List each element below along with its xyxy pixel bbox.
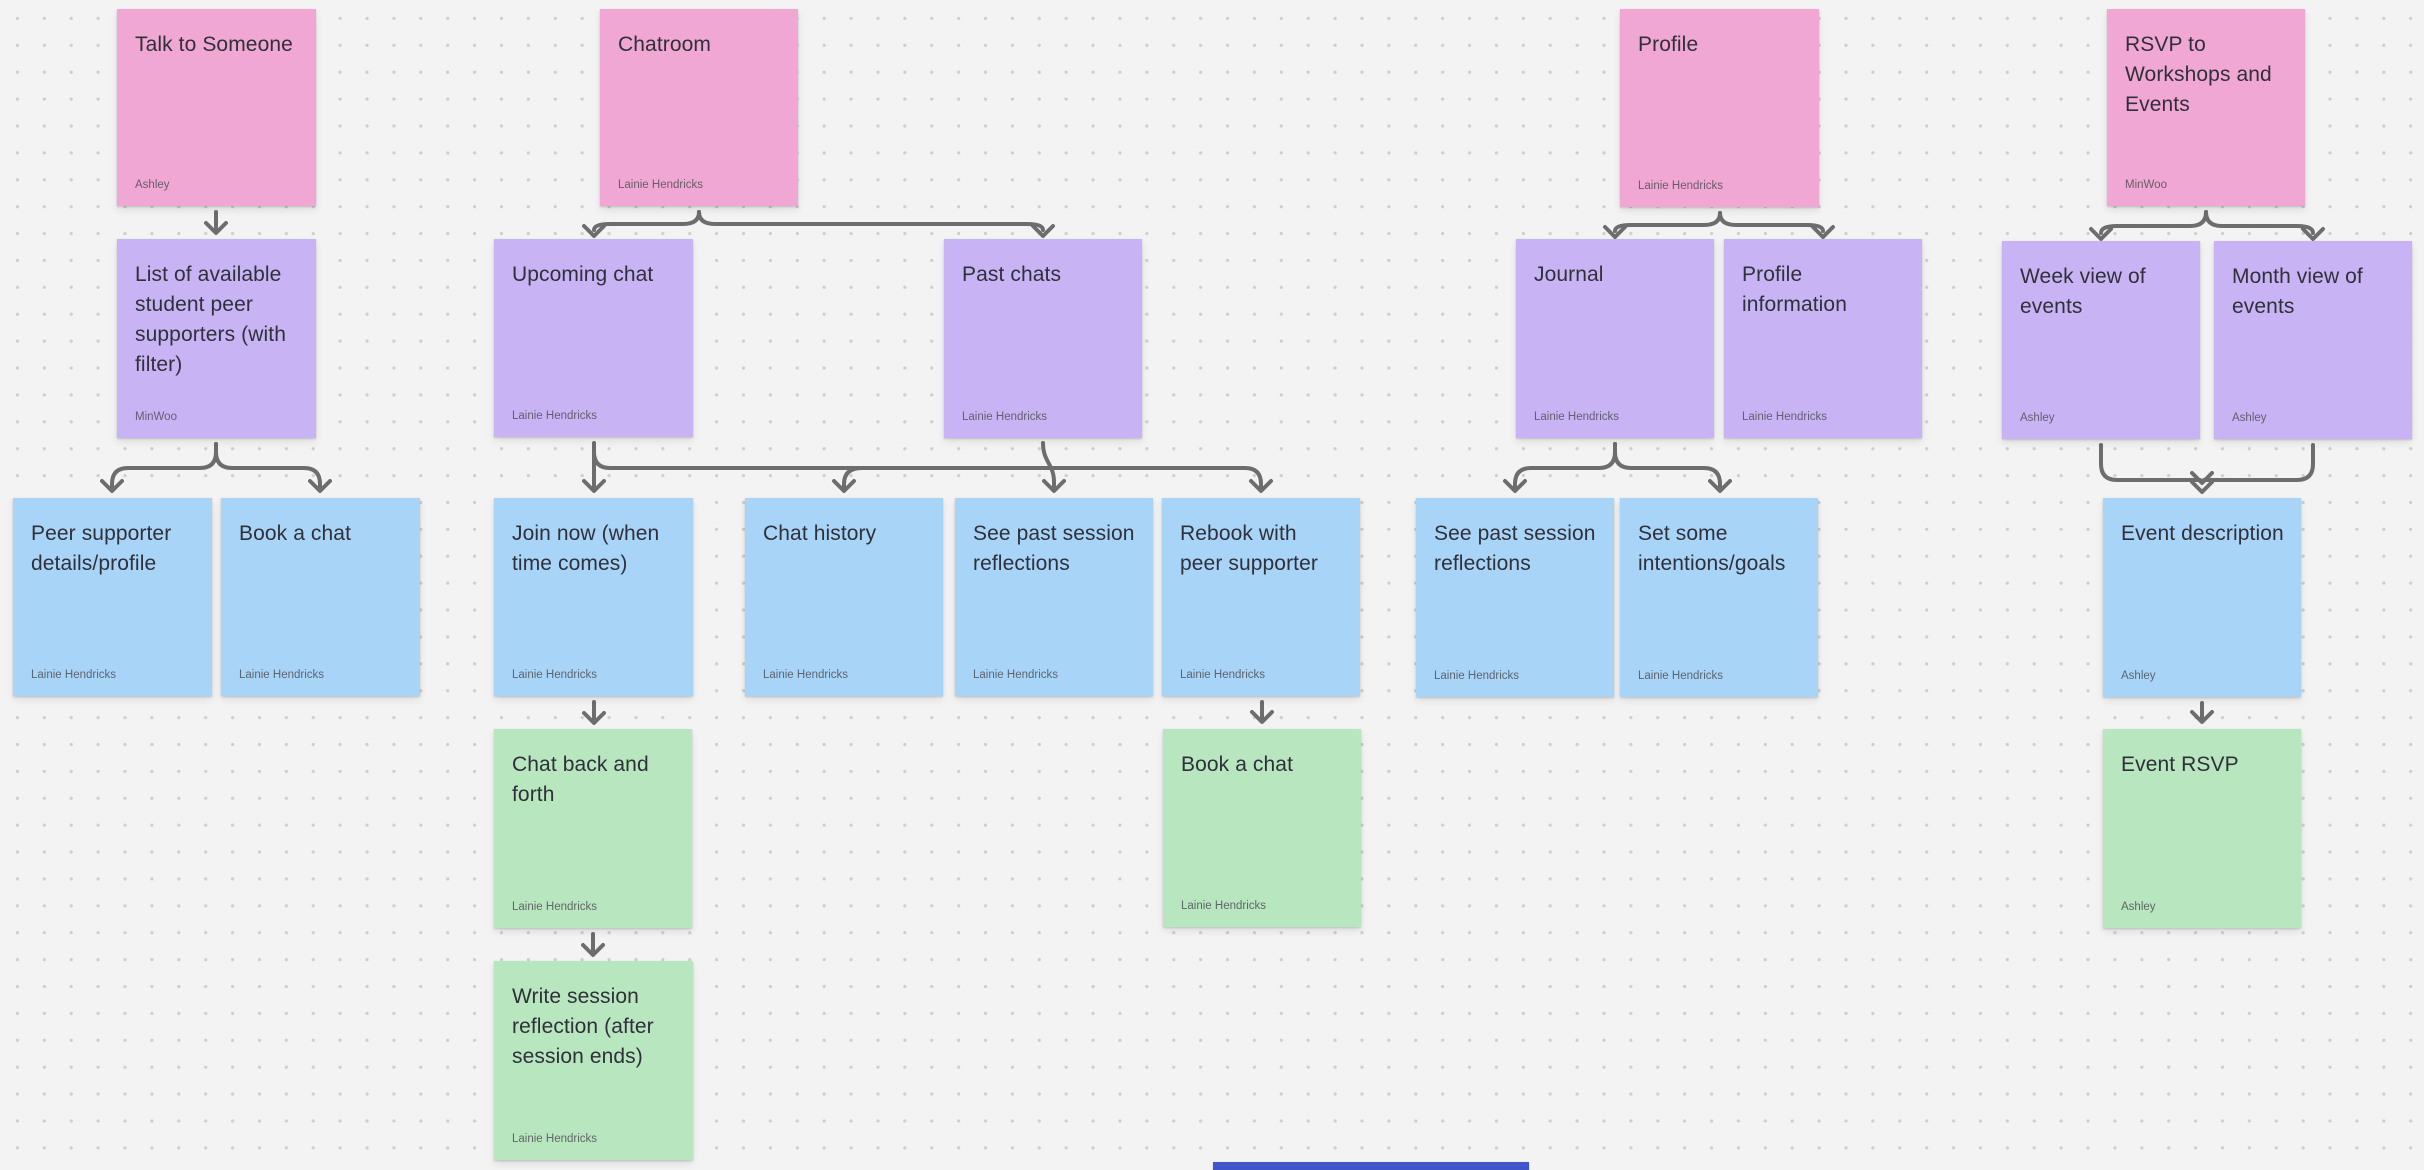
connector-chatroom-to-upcoming-chat+past-chats bbox=[582, 210, 1055, 238]
sticky-note-author: Lainie Hendricks bbox=[512, 1133, 598, 1145]
connector-profile-to-journal+profile-information bbox=[1603, 211, 1835, 239]
sticky-note-author: Lainie Hendricks bbox=[1742, 411, 1828, 423]
sticky-note-label: Event RSVP bbox=[2121, 753, 2239, 776]
connector-event-description-to-event-rsvp bbox=[2190, 701, 2214, 724]
sticky-note-label: RSVP to Workshops and Events bbox=[2125, 33, 2272, 116]
sticky-note-author: Lainie Hendricks bbox=[763, 669, 849, 681]
connector-rsvp-workshops-events-to-week-view-of-events+month-view-of-events bbox=[2089, 210, 2325, 241]
connector-rebook-with-peer-supporter-to-book-a-chat-green bbox=[1250, 700, 1274, 724]
sticky-note-label: See past session reflections bbox=[973, 522, 1135, 575]
sticky-note-author: Ashley bbox=[135, 179, 170, 191]
sticky-note-label: Book a chat bbox=[1181, 753, 1294, 776]
connector-list-of-supporters-to-peer-supporter-details+book-a-chat bbox=[100, 442, 332, 493]
sticky-note-label: List of available student peer supporter… bbox=[135, 263, 286, 376]
sticky-note-label: Talk to Someone bbox=[135, 33, 293, 56]
sticky-note-author: Lainie Hendricks bbox=[1638, 180, 1724, 192]
sticky-note-write-session-reflection[interactable]: Write session reflection (after session … bbox=[494, 961, 693, 1160]
connector-upcoming-chat+past-chats-to-join-now+chat-history+see-past-reflections-chat+rebook-with-peer-supporter bbox=[582, 441, 1273, 493]
sticky-note-author: Ashley bbox=[2232, 412, 2267, 424]
partial-sticky-note-edge[interactable] bbox=[1213, 1162, 1529, 1170]
sticky-note-author: Lainie Hendricks bbox=[973, 669, 1059, 681]
sticky-note-label: Chatroom bbox=[618, 33, 712, 56]
sticky-note-author: MinWoo bbox=[2125, 179, 2167, 191]
sticky-note-author: Lainie Hendricks bbox=[512, 669, 598, 681]
sticky-note-author: Lainie Hendricks bbox=[1434, 670, 1520, 682]
sticky-note-label: Chat back and forth bbox=[512, 753, 649, 806]
connector-chat-back-and-forth-to-write-session-reflection bbox=[581, 932, 605, 957]
sticky-note-label: Past chats bbox=[962, 263, 1062, 286]
sticky-note-label: Chat history bbox=[763, 522, 877, 545]
connector-join-now-to-chat-back-and-forth bbox=[582, 700, 606, 725]
sticky-note-list-of-supporters[interactable]: List of available student peer supporter… bbox=[117, 239, 316, 438]
sticky-note-label: Upcoming chat bbox=[512, 263, 654, 286]
sticky-note-author: Lainie Hendricks bbox=[31, 669, 117, 681]
sticky-note-author: Lainie Hendricks bbox=[512, 410, 598, 422]
sticky-note-label: Join now (when time comes) bbox=[512, 522, 660, 575]
sticky-note-label: Write session reflection (after session … bbox=[512, 985, 654, 1068]
sticky-note-author: Ashley bbox=[2020, 412, 2055, 424]
sticky-note-author: Lainie Hendricks bbox=[239, 669, 325, 681]
sticky-note-author: Ashley bbox=[2121, 670, 2156, 682]
sticky-note-author: Lainie Hendricks bbox=[1180, 669, 1266, 681]
sticky-note-label: Book a chat bbox=[239, 522, 352, 545]
sticky-note-author: Ashley bbox=[2121, 901, 2156, 913]
sticky-note-label: See past session reflections bbox=[1434, 522, 1596, 575]
sticky-note-author: Lainie Hendricks bbox=[1181, 900, 1267, 912]
sticky-note-label: Profile information bbox=[1742, 263, 1847, 316]
sticky-note-join-now[interactable]: Join now (when time comes) Lainie Hendric… bbox=[494, 498, 693, 696]
sticky-note-author: Lainie Hendricks bbox=[962, 411, 1048, 423]
sticky-note-author: Lainie Hendricks bbox=[618, 179, 704, 191]
connector-week-view-of-events+month-view-of-events-to-event-description bbox=[2099, 443, 2315, 494]
sticky-note-label: Rebook with peer supporter bbox=[1180, 522, 1318, 575]
sticky-note-label: Journal bbox=[1534, 263, 1604, 286]
sticky-note-author: Lainie Hendricks bbox=[512, 901, 598, 913]
sticky-note-author: MinWoo bbox=[135, 411, 177, 423]
connector-journal-to-see-past-reflections-journal+set-intentions-goals bbox=[1503, 442, 1732, 493]
connector-talk-to-someone-to-list-of-supporters bbox=[204, 210, 228, 235]
sticky-note-event-rsvp[interactable]: Event RSVP Ashley bbox=[2103, 729, 2301, 928]
sticky-note-author: Lainie Hendricks bbox=[1534, 411, 1620, 423]
sticky-note-label: Profile bbox=[1638, 33, 1699, 56]
sticky-note-label: Week view of events bbox=[2020, 265, 2146, 318]
sticky-note-label: Month view of events bbox=[2232, 265, 2363, 318]
sticky-note-author: Lainie Hendricks bbox=[1638, 670, 1724, 682]
sticky-note-label: Set some intentions/goals bbox=[1638, 522, 1786, 575]
sticky-note-label: Event description bbox=[2121, 522, 2284, 545]
sticky-note-label: Peer supporter details/profile bbox=[31, 522, 172, 575]
